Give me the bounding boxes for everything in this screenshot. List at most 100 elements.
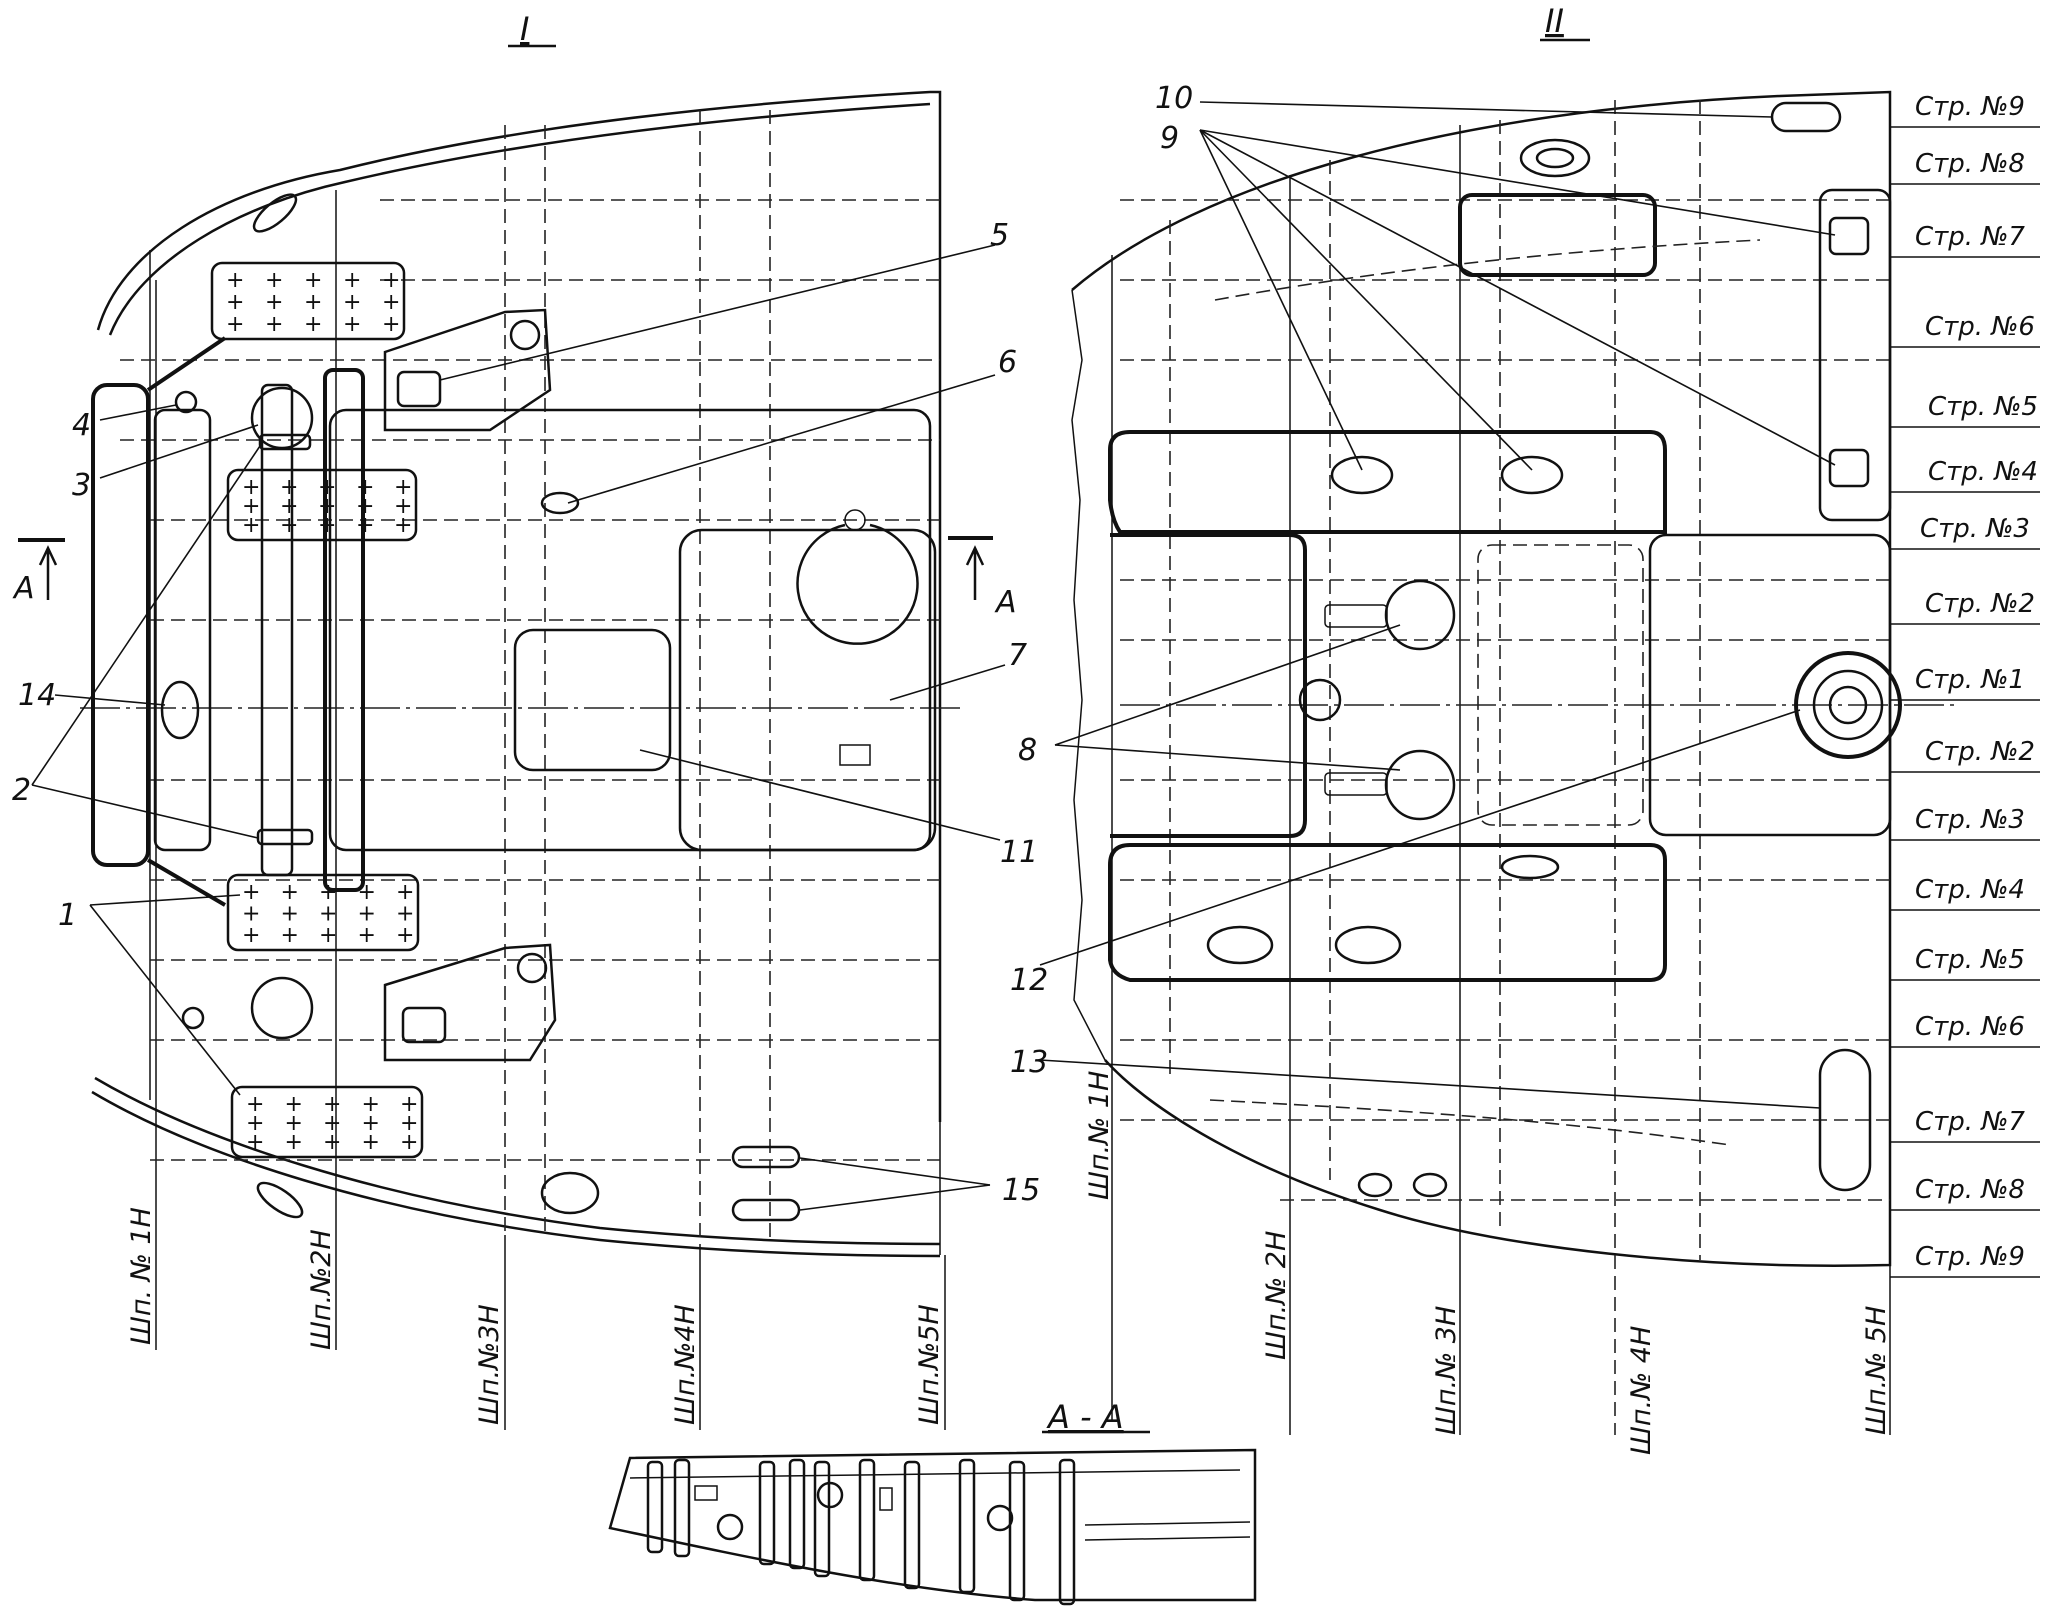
section-line [1084, 1536, 1251, 1541]
beam-slot [1206, 925, 1274, 965]
plus-icon: + [265, 290, 283, 315]
section-label-right: A [994, 585, 1017, 620]
view-2-break-line [1071, 289, 1106, 1061]
plus-icon: + [319, 902, 337, 927]
left-fitting-braces [146, 336, 227, 907]
slot-15 [731, 1198, 801, 1222]
plus-icon: + [396, 902, 414, 927]
stringer-label: Стр. №2 [1925, 737, 2035, 767]
hole-8 [1384, 749, 1456, 821]
fitting-12-bore [1828, 685, 1868, 725]
lower-beam [1108, 843, 1667, 982]
plus-icon: + [281, 902, 299, 927]
stringer-label: Стр. №3 [1915, 805, 2025, 835]
section-outline [608, 1448, 1257, 1602]
beam-slot [1500, 854, 1560, 880]
plus-icon: + [280, 494, 298, 519]
callout-11: 11 [1000, 835, 1038, 870]
hole-8-slot [1324, 604, 1388, 628]
view-1-lower-skin [94, 1076, 941, 1246]
callout-13: 13 [1010, 1045, 1048, 1080]
rivet-marks: ++++++++++++++++++++++++++++++++++++++++… [226, 268, 418, 1155]
view-2-skin [1071, 90, 1892, 1267]
lower-hole [1412, 1172, 1448, 1198]
beam-slot [1500, 455, 1564, 495]
plus-icon: + [382, 268, 400, 293]
hatch-7-latch [839, 744, 871, 766]
section-line [629, 1469, 1241, 1479]
plus-icon: + [358, 880, 376, 905]
frame-label: Шп.№ 1Н [1084, 1071, 1115, 1200]
hatch-7-lug [844, 509, 866, 531]
upper-beam [1108, 430, 1667, 534]
frame-label: Шп.№ 2Н [1261, 1231, 1292, 1360]
rivet-plate [226, 468, 418, 542]
small-hole [1298, 678, 1342, 722]
callout-1: 1 [58, 898, 77, 933]
callout-7: 7 [1008, 638, 1027, 673]
callout-4: 4 [72, 408, 91, 443]
left-fitting-outer [91, 383, 150, 867]
small-hole [181, 1006, 205, 1030]
section-rib [788, 1458, 806, 1570]
section-hole [986, 1504, 1014, 1532]
plus-icon: + [242, 923, 260, 948]
stringer-label: Стр. №2 [1925, 589, 2035, 619]
callout-8: 8 [1018, 733, 1037, 768]
stringer-label: Стр. №5 [1915, 945, 2025, 975]
plus-icon: + [394, 475, 412, 500]
arrow-up-icon [965, 545, 985, 600]
plus-icon: + [400, 1130, 418, 1155]
plus-icon: + [265, 312, 283, 337]
view-2: II [1010, 2, 2040, 1455]
rivet-plate [230, 1085, 424, 1159]
upper-oval-fitting-inner [1535, 147, 1575, 169]
hatch-7 [796, 523, 919, 645]
plus-icon: + [242, 902, 260, 927]
small-hole [174, 390, 198, 414]
stringer-label: Стр. №9 [1915, 1242, 2025, 1272]
plus-icon: + [382, 290, 400, 315]
section-slot [694, 1485, 718, 1501]
stringer-label: Стр. №4 [1928, 457, 2038, 487]
lightening-hole [250, 976, 314, 1040]
section-rib [958, 1458, 976, 1594]
plus-icon: + [318, 475, 336, 500]
plus-icon: + [226, 268, 244, 293]
plus-icon: + [226, 290, 244, 315]
plus-icon: + [356, 475, 374, 500]
plus-icon: + [281, 923, 299, 948]
bracket-upper-slot [396, 370, 442, 408]
plus-icon: + [246, 1130, 264, 1155]
plus-icon: + [226, 312, 244, 337]
plus-icon: + [343, 268, 361, 293]
beam-slot [1330, 455, 1394, 495]
section-hole [716, 1513, 744, 1541]
plus-icon: + [304, 268, 322, 293]
stringer-label: Стр. №8 [1915, 149, 2025, 179]
section-rib [1008, 1460, 1026, 1602]
plus-icon: + [323, 1111, 341, 1136]
hole-8-slot [1324, 772, 1388, 796]
callout-12: 12 [1010, 963, 1048, 998]
plus-icon: + [356, 513, 374, 538]
bracket-lower-hole [516, 952, 548, 984]
right-strap-hole [1828, 448, 1870, 488]
plus-icon: + [318, 513, 336, 538]
bracket-lower-slot [401, 1006, 447, 1044]
plus-icon: + [343, 312, 361, 337]
view-1-upper-skin-inner [108, 102, 931, 336]
section-line [1084, 1521, 1251, 1526]
plus-icon: + [362, 1092, 380, 1117]
frame-label: Шп.№3Н [474, 1304, 505, 1425]
rivet-plate [210, 261, 406, 341]
fitting-12-inner [1812, 669, 1884, 741]
plus-icon: + [246, 1111, 264, 1136]
plus-icon: + [318, 494, 336, 519]
callout-5: 5 [990, 218, 1009, 253]
frame-label: Шп.№2Н [306, 1229, 337, 1350]
plus-icon: + [285, 1111, 303, 1136]
plus-icon: + [242, 475, 260, 500]
callout-6: 6 [998, 345, 1017, 380]
